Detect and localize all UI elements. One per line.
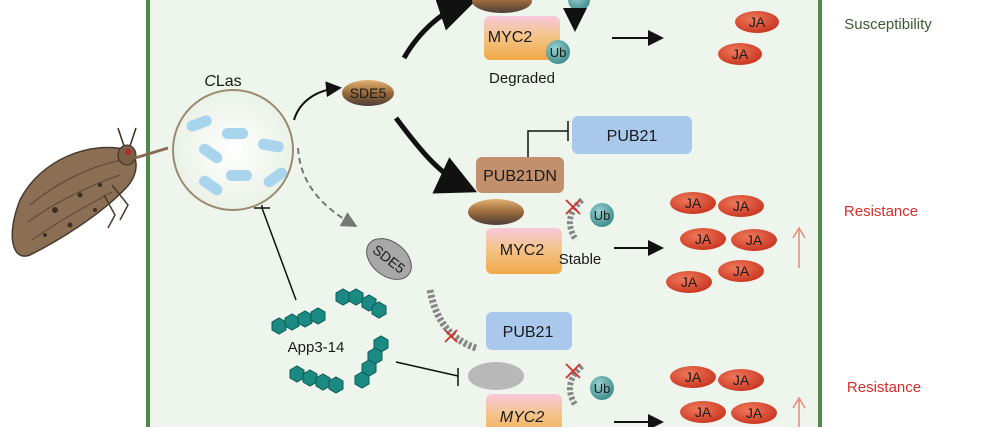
- top-ja-molecules: JA JA: [718, 11, 779, 65]
- clas-to-sde5-arrow: [293, 81, 342, 121]
- sde5-to-pub21dn-arrow: [394, 116, 478, 194]
- middle-ub-label: Ub: [594, 208, 611, 223]
- top-myc2-label: MYC2: [488, 29, 533, 46]
- bottom-block-x-icon: [565, 363, 581, 379]
- middle-pub21-label: PUB21: [607, 128, 658, 145]
- bottom-empty-binding-site: [468, 362, 524, 390]
- peptide-inhibits-sde5-line: [395, 361, 459, 386]
- sde5-block-x-icon: [444, 329, 458, 343]
- middle-myc2-box: [486, 228, 562, 274]
- stable-label: Stable: [559, 251, 602, 268]
- susceptibility-label: Susceptibility: [844, 16, 932, 33]
- peptide-chain-icon: [271, 288, 389, 394]
- pub21dn-inhibits-pub21: [527, 121, 569, 157]
- bottom-ub-blocked-arrow: [567, 363, 585, 408]
- ja-label: JA: [733, 263, 750, 279]
- bottom-increase-arrow-icon: [792, 396, 806, 430]
- ja-label: JA: [732, 46, 749, 62]
- top-ub-label: Ub: [550, 45, 567, 60]
- ja-label: JA: [746, 232, 763, 248]
- middle-block-x-icon: [565, 199, 581, 215]
- ja-label: JA: [695, 404, 712, 420]
- sde5-inhibited-effector: [366, 238, 412, 280]
- ja-label: JA: [733, 198, 750, 214]
- bottom-ja-molecules: JA JA JA JA: [670, 366, 777, 424]
- bottom-ub-bubble: [590, 376, 614, 400]
- sde5-effector: [342, 80, 394, 106]
- middle-ja-molecules: JA JA JA JA JA JA: [666, 192, 777, 293]
- ja-label: JA: [695, 231, 712, 247]
- degraded-label: Degraded: [489, 70, 555, 87]
- bottom-myc2-label: MYC2: [500, 409, 545, 426]
- top-myc2-box: [484, 16, 560, 60]
- top-ub-bubble: [546, 40, 570, 64]
- bottom-ub-label: Ub: [594, 381, 611, 396]
- middle-resistance-label: Resistance: [844, 203, 918, 220]
- middle-ub-blocked-arrow: [567, 197, 585, 242]
- middle-sde5-bound: [468, 199, 524, 225]
- sde5-label: SDE5: [350, 85, 387, 101]
- ja-label: JA: [681, 274, 698, 290]
- sde5-to-top-arrow: [401, 0, 478, 60]
- ja-label: JA: [733, 372, 750, 388]
- middle-pub21-box: [572, 116, 692, 154]
- peptide-inhibits-clas-line: [254, 205, 297, 301]
- peptide-label: App3-14: [288, 339, 345, 356]
- top-sde5-bound: [472, 0, 532, 13]
- pub21dn-box: [476, 157, 564, 193]
- ja-label: JA: [746, 405, 763, 421]
- bacteria-rods-icon: [186, 115, 287, 196]
- bottom-pub21-label: PUB21: [503, 324, 554, 341]
- bottom-resistance-label: Resistance: [847, 379, 921, 396]
- clas-label: CLas: [204, 73, 241, 90]
- middle-ub-bubble: [590, 203, 614, 227]
- ja-label: JA: [749, 14, 766, 30]
- middle-myc2-label: MYC2: [500, 242, 545, 259]
- sde5-blocked-arrow: [426, 289, 478, 352]
- ja-label: JA: [685, 369, 702, 385]
- bottom-myc2-box: [486, 394, 562, 432]
- middle-increase-arrow-icon: [792, 226, 806, 268]
- pub21dn-label: PUB21DN: [483, 168, 557, 185]
- bottom-pub21-box: [486, 312, 572, 350]
- ja-label: JA: [685, 195, 702, 211]
- psyllid-insect-icon: [11, 127, 169, 257]
